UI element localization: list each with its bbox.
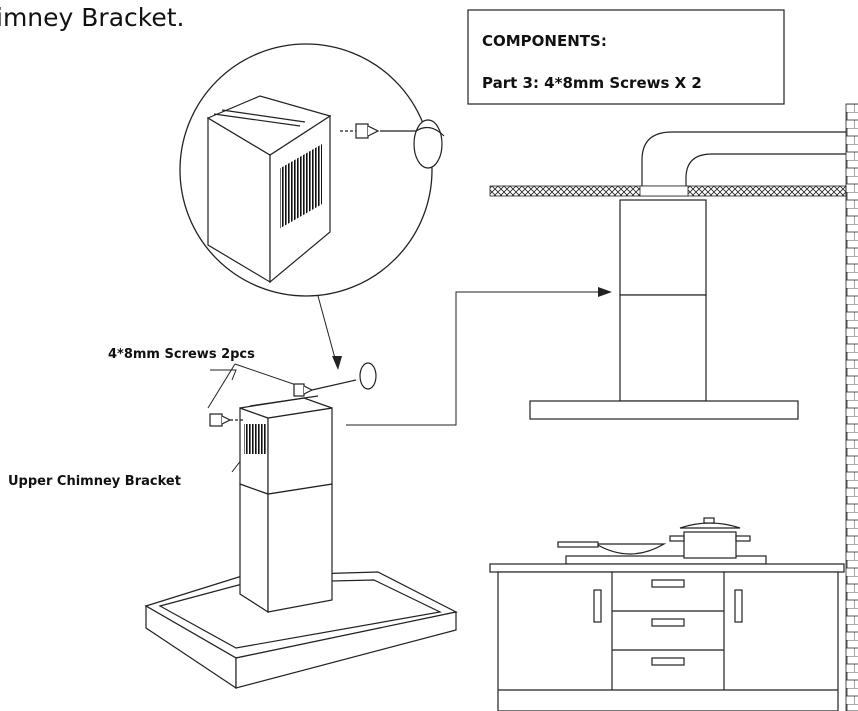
magnifier-leader bbox=[317, 295, 337, 363]
drawer-handle-2 bbox=[651, 618, 685, 627]
detail-magnifier bbox=[179, 43, 445, 297]
installed-range-hood bbox=[529, 199, 799, 420]
upper-chimney-installed bbox=[619, 199, 707, 296]
duct-collar bbox=[639, 185, 689, 197]
screwdriver-detail bbox=[380, 119, 445, 169]
components-box-frame bbox=[467, 9, 785, 105]
magnifier-leader-arrow bbox=[332, 356, 342, 370]
hood-assembly bbox=[144, 395, 458, 690]
vent-slots-detail bbox=[280, 144, 322, 229]
hood-canopy-installed bbox=[529, 400, 799, 420]
screw-right bbox=[293, 362, 377, 397]
frying-pan bbox=[557, 541, 667, 555]
vent-slots-assembly bbox=[244, 424, 266, 454]
screw-left bbox=[209, 413, 244, 427]
drawer-handle-1 bbox=[651, 579, 685, 588]
screws-leader-1 bbox=[207, 363, 236, 409]
components-line: Part 3: 4*8mm Screws X 2 bbox=[482, 74, 702, 92]
components-title: COMPONENTS: bbox=[482, 32, 607, 50]
screws-leader-2 bbox=[234, 363, 306, 389]
door-handle-left bbox=[593, 589, 602, 623]
bracket-label: Upper Chimney Bracket bbox=[8, 474, 181, 489]
screw-detail bbox=[340, 123, 380, 139]
brick-wall bbox=[845, 103, 858, 711]
screws-leader-left bbox=[210, 369, 237, 381]
cooking-pot bbox=[669, 517, 751, 559]
drawer-handle-3 bbox=[651, 657, 685, 666]
kitchen-counter bbox=[489, 555, 845, 711]
exhaust-duct bbox=[641, 131, 846, 186]
countertop bbox=[489, 563, 845, 573]
heading-text: imney Bracket. bbox=[0, 3, 184, 32]
door-handle-right bbox=[734, 589, 743, 623]
pointer-line bbox=[346, 291, 604, 426]
pointer-arrowhead bbox=[598, 287, 612, 297]
cabinet-body bbox=[497, 571, 839, 711]
screws-label: 4*8mm Screws 2pcs bbox=[108, 347, 255, 362]
lower-chimney-installed bbox=[619, 294, 707, 402]
components-box: COMPONENTS: Part 3: 4*8mm Screws X 2 bbox=[467, 9, 785, 105]
lower-chimney bbox=[239, 483, 269, 614]
